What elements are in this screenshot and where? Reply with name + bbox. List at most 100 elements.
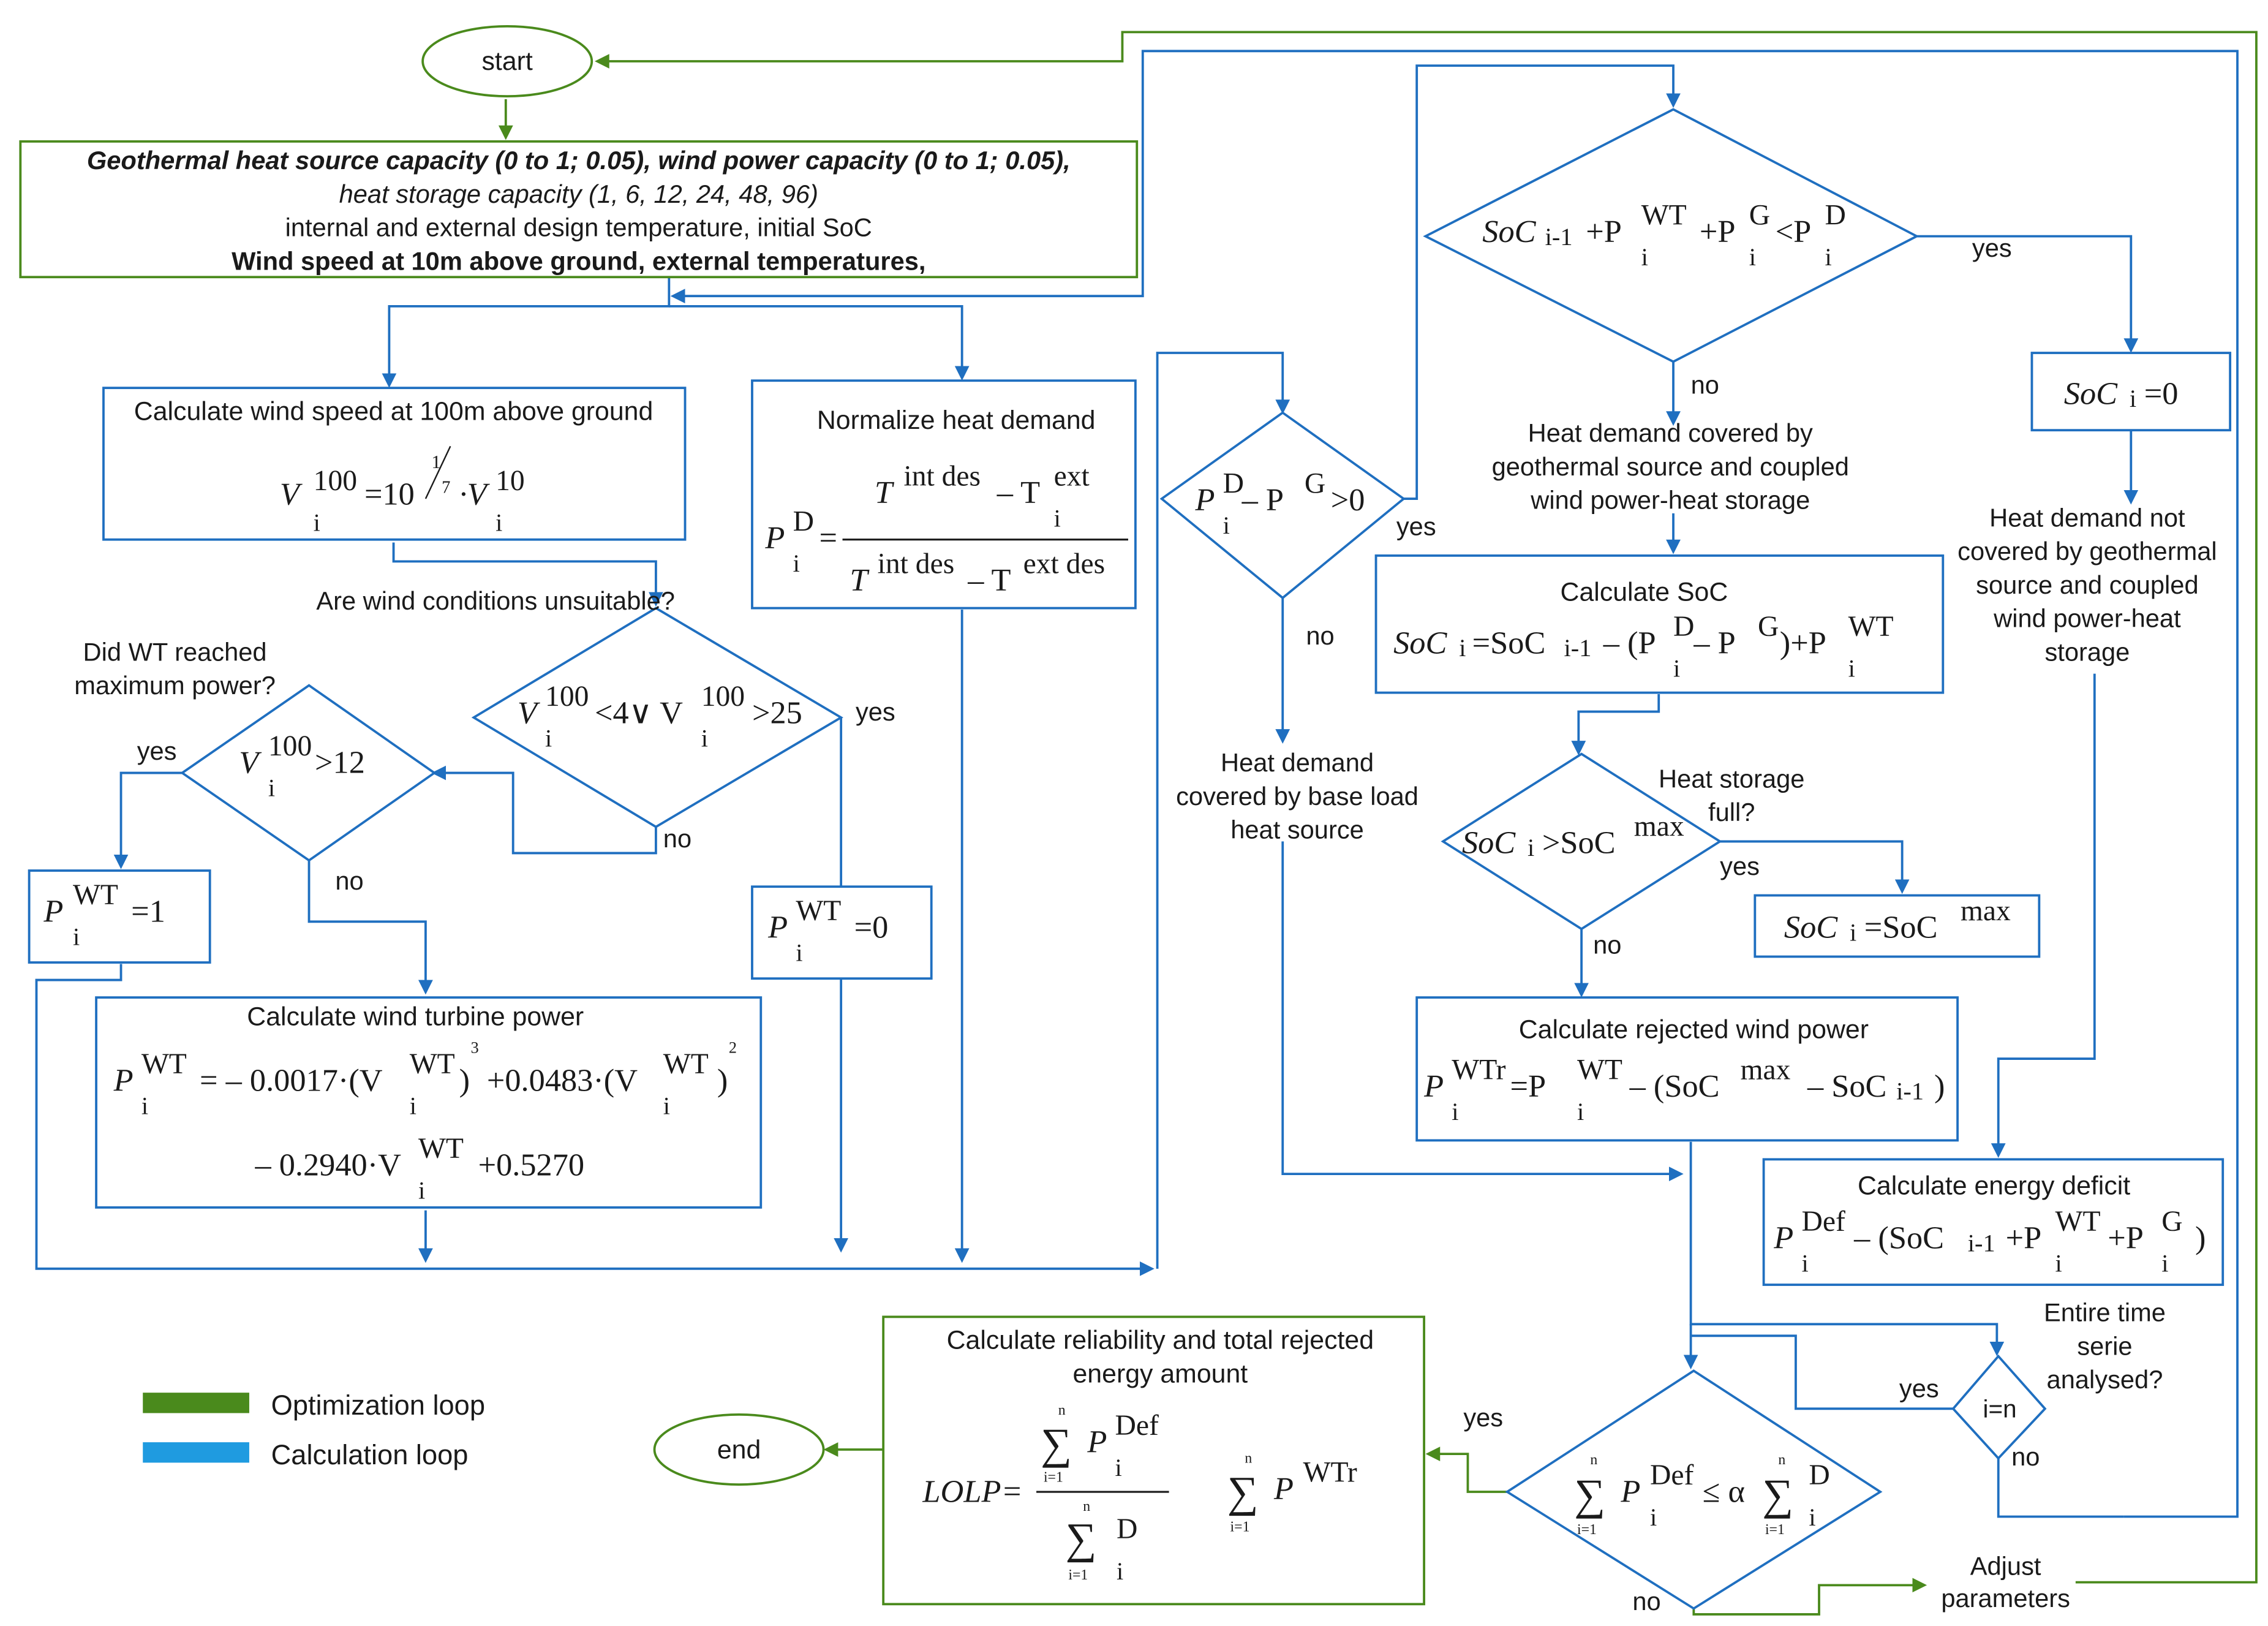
svg-text:): ) bbox=[717, 1062, 728, 1098]
svg-text:i: i bbox=[2130, 385, 2136, 412]
svg-text:LOLP=: LOLP= bbox=[922, 1474, 1022, 1510]
svg-text:P: P bbox=[767, 910, 788, 945]
svg-text:D: D bbox=[793, 505, 814, 537]
svg-text:yes: yes bbox=[856, 697, 895, 726]
svg-text:SoC: SoC bbox=[1462, 825, 1516, 860]
svg-text:i-1: i-1 bbox=[1896, 1078, 1924, 1105]
svg-text:covered by geothermal: covered by geothermal bbox=[1957, 537, 2217, 565]
svg-text:i: i bbox=[314, 509, 320, 536]
svg-text:+P: +P bbox=[1700, 214, 1736, 249]
svg-text:G: G bbox=[2161, 1206, 2182, 1238]
svg-text:i=1: i=1 bbox=[1230, 1519, 1250, 1535]
svg-text:∑: ∑ bbox=[1574, 1471, 1605, 1519]
svg-text:yes: yes bbox=[1720, 852, 1760, 880]
svg-text:no: no bbox=[2011, 1442, 2040, 1471]
deficit-title: Calculate energy deficit bbox=[1858, 1171, 2130, 1200]
svg-text:no: no bbox=[1691, 371, 1719, 399]
svg-text:i=1: i=1 bbox=[1044, 1469, 1063, 1485]
svg-text:i: i bbox=[141, 1092, 148, 1120]
svg-text:i: i bbox=[1577, 1098, 1584, 1125]
decision-reliability-criterion: n ∑ i=1 P Def i ≤ α n ∑ i=1 D i bbox=[1505, 1369, 1883, 1610]
decision-soc-insufficient: SoC i-1 +P WT i +P G i <P D i bbox=[1423, 108, 1920, 363]
svg-text:ext des: ext des bbox=[1023, 548, 1105, 580]
svg-text:int des: int des bbox=[878, 548, 955, 580]
end-terminal: end bbox=[653, 1413, 825, 1486]
energy-deficit-box: Calculate energy deficit P Def i – (SoC … bbox=[1762, 1158, 2225, 1286]
svg-text:no: no bbox=[335, 866, 363, 895]
wind-speed-100m-box: Calculate wind speed at 100m above groun… bbox=[102, 387, 687, 541]
svg-text:Adjust: Adjust bbox=[1970, 1552, 2041, 1581]
svg-text:+0.5270: +0.5270 bbox=[478, 1147, 585, 1182]
svg-text:no: no bbox=[663, 824, 691, 853]
svg-text:WT: WT bbox=[73, 879, 118, 911]
svg-text:WT: WT bbox=[1848, 611, 1894, 643]
normalize-title: Normalize heat demand bbox=[817, 406, 1096, 435]
svg-text:parameters: parameters bbox=[1941, 1584, 2070, 1613]
svg-text:): ) bbox=[1934, 1068, 1945, 1104]
svg-text:=0: =0 bbox=[854, 910, 889, 945]
opt-yes-to-reliability bbox=[1425, 1446, 1507, 1493]
svg-text:no: no bbox=[1593, 931, 1621, 959]
svg-text:P: P bbox=[43, 893, 63, 929]
svg-text:geothermal source and coupled: geothermal source and coupled bbox=[1492, 452, 1849, 481]
svg-text:T: T bbox=[850, 562, 870, 598]
svg-text:WTr: WTr bbox=[1452, 1054, 1505, 1086]
svg-text:= – 0.0017·(V: = – 0.0017·(V bbox=[200, 1062, 383, 1098]
svg-text:yes: yes bbox=[1899, 1374, 1939, 1402]
svg-text:=10: =10 bbox=[364, 477, 415, 512]
svg-text:D: D bbox=[1673, 611, 1694, 643]
svg-text:>25: >25 bbox=[752, 695, 802, 731]
svg-text:– SoC: – SoC bbox=[1807, 1068, 1886, 1104]
svg-text:i: i bbox=[796, 939, 802, 967]
base-load-note: Heat demand covered by base load heat so… bbox=[1176, 748, 1418, 844]
svg-text:source and coupled: source and coupled bbox=[1976, 570, 2198, 599]
svg-text:i: i bbox=[663, 1092, 670, 1120]
svg-text:int des: int des bbox=[903, 461, 981, 493]
legend: Optimization loop Calculation loop bbox=[143, 1390, 485, 1470]
svg-text:– (SoC: – (SoC bbox=[1629, 1068, 1720, 1104]
wind-unsuitable-label: Are wind conditions unsuitable? bbox=[316, 586, 675, 615]
inputs-line-2: heat storage capacity (1, 6, 12, 24, 48,… bbox=[339, 180, 818, 208]
svg-text:n: n bbox=[1245, 1450, 1252, 1466]
svg-text:∑: ∑ bbox=[1066, 1514, 1097, 1563]
svg-text:∑: ∑ bbox=[1762, 1471, 1793, 1519]
decision-storage-full: Heat storage full? SoC i >SoC max bbox=[1441, 752, 1804, 931]
svg-text:Def: Def bbox=[1650, 1459, 1693, 1491]
svg-text:SoC: SoC bbox=[2064, 376, 2118, 411]
svg-text:i=1: i=1 bbox=[1577, 1522, 1597, 1538]
wind-speed-100m-title: Calculate wind speed at 100m above groun… bbox=[134, 397, 654, 426]
svg-text:100: 100 bbox=[268, 730, 312, 762]
svg-text:i=1: i=1 bbox=[1068, 1567, 1088, 1583]
svg-text:)+P: )+P bbox=[1780, 625, 1826, 660]
svg-text:i: i bbox=[268, 774, 275, 802]
reliability-title-2: energy amount bbox=[1072, 1359, 1248, 1388]
svg-text:G: G bbox=[1758, 611, 1779, 643]
svg-text:>12: >12 bbox=[315, 745, 365, 781]
svg-text:100: 100 bbox=[545, 681, 589, 713]
svg-text:P: P bbox=[764, 520, 785, 556]
svg-text:full?: full? bbox=[1708, 798, 1755, 826]
svg-text:V: V bbox=[518, 695, 541, 731]
svg-text:no: no bbox=[1632, 1587, 1660, 1616]
svg-text:): ) bbox=[2195, 1220, 2206, 1256]
svg-text:P: P bbox=[1194, 482, 1215, 518]
svg-text:i: i bbox=[701, 725, 708, 752]
svg-text:∑: ∑ bbox=[1227, 1468, 1259, 1516]
inputs-line-1: Geothermal heat source capacity (0 to 1;… bbox=[87, 146, 1071, 175]
svg-text:i: i bbox=[418, 1177, 425, 1204]
svg-text:Def: Def bbox=[1115, 1410, 1159, 1442]
rejected-title: Calculate rejected wind power bbox=[1519, 1015, 1869, 1045]
legend-label-calculation: Calculation loop bbox=[271, 1439, 469, 1470]
svg-text:heat source: heat source bbox=[1230, 815, 1364, 844]
svg-text:yes: yes bbox=[1972, 233, 2012, 262]
opt-loop-back bbox=[594, 31, 2258, 1584]
svg-text:– (P: – (P bbox=[1603, 625, 1656, 660]
svg-text:P: P bbox=[1620, 1474, 1640, 1510]
calc-inputs-split bbox=[382, 277, 671, 388]
covered-geo-note: Heat demand covered by geothermal source… bbox=[1492, 418, 1849, 514]
svg-text:D: D bbox=[1809, 1459, 1829, 1491]
wt-power-zero-box: P WT i =0 bbox=[751, 885, 933, 980]
svg-text:n: n bbox=[1058, 1402, 1066, 1418]
svg-text:=: = bbox=[819, 520, 837, 556]
